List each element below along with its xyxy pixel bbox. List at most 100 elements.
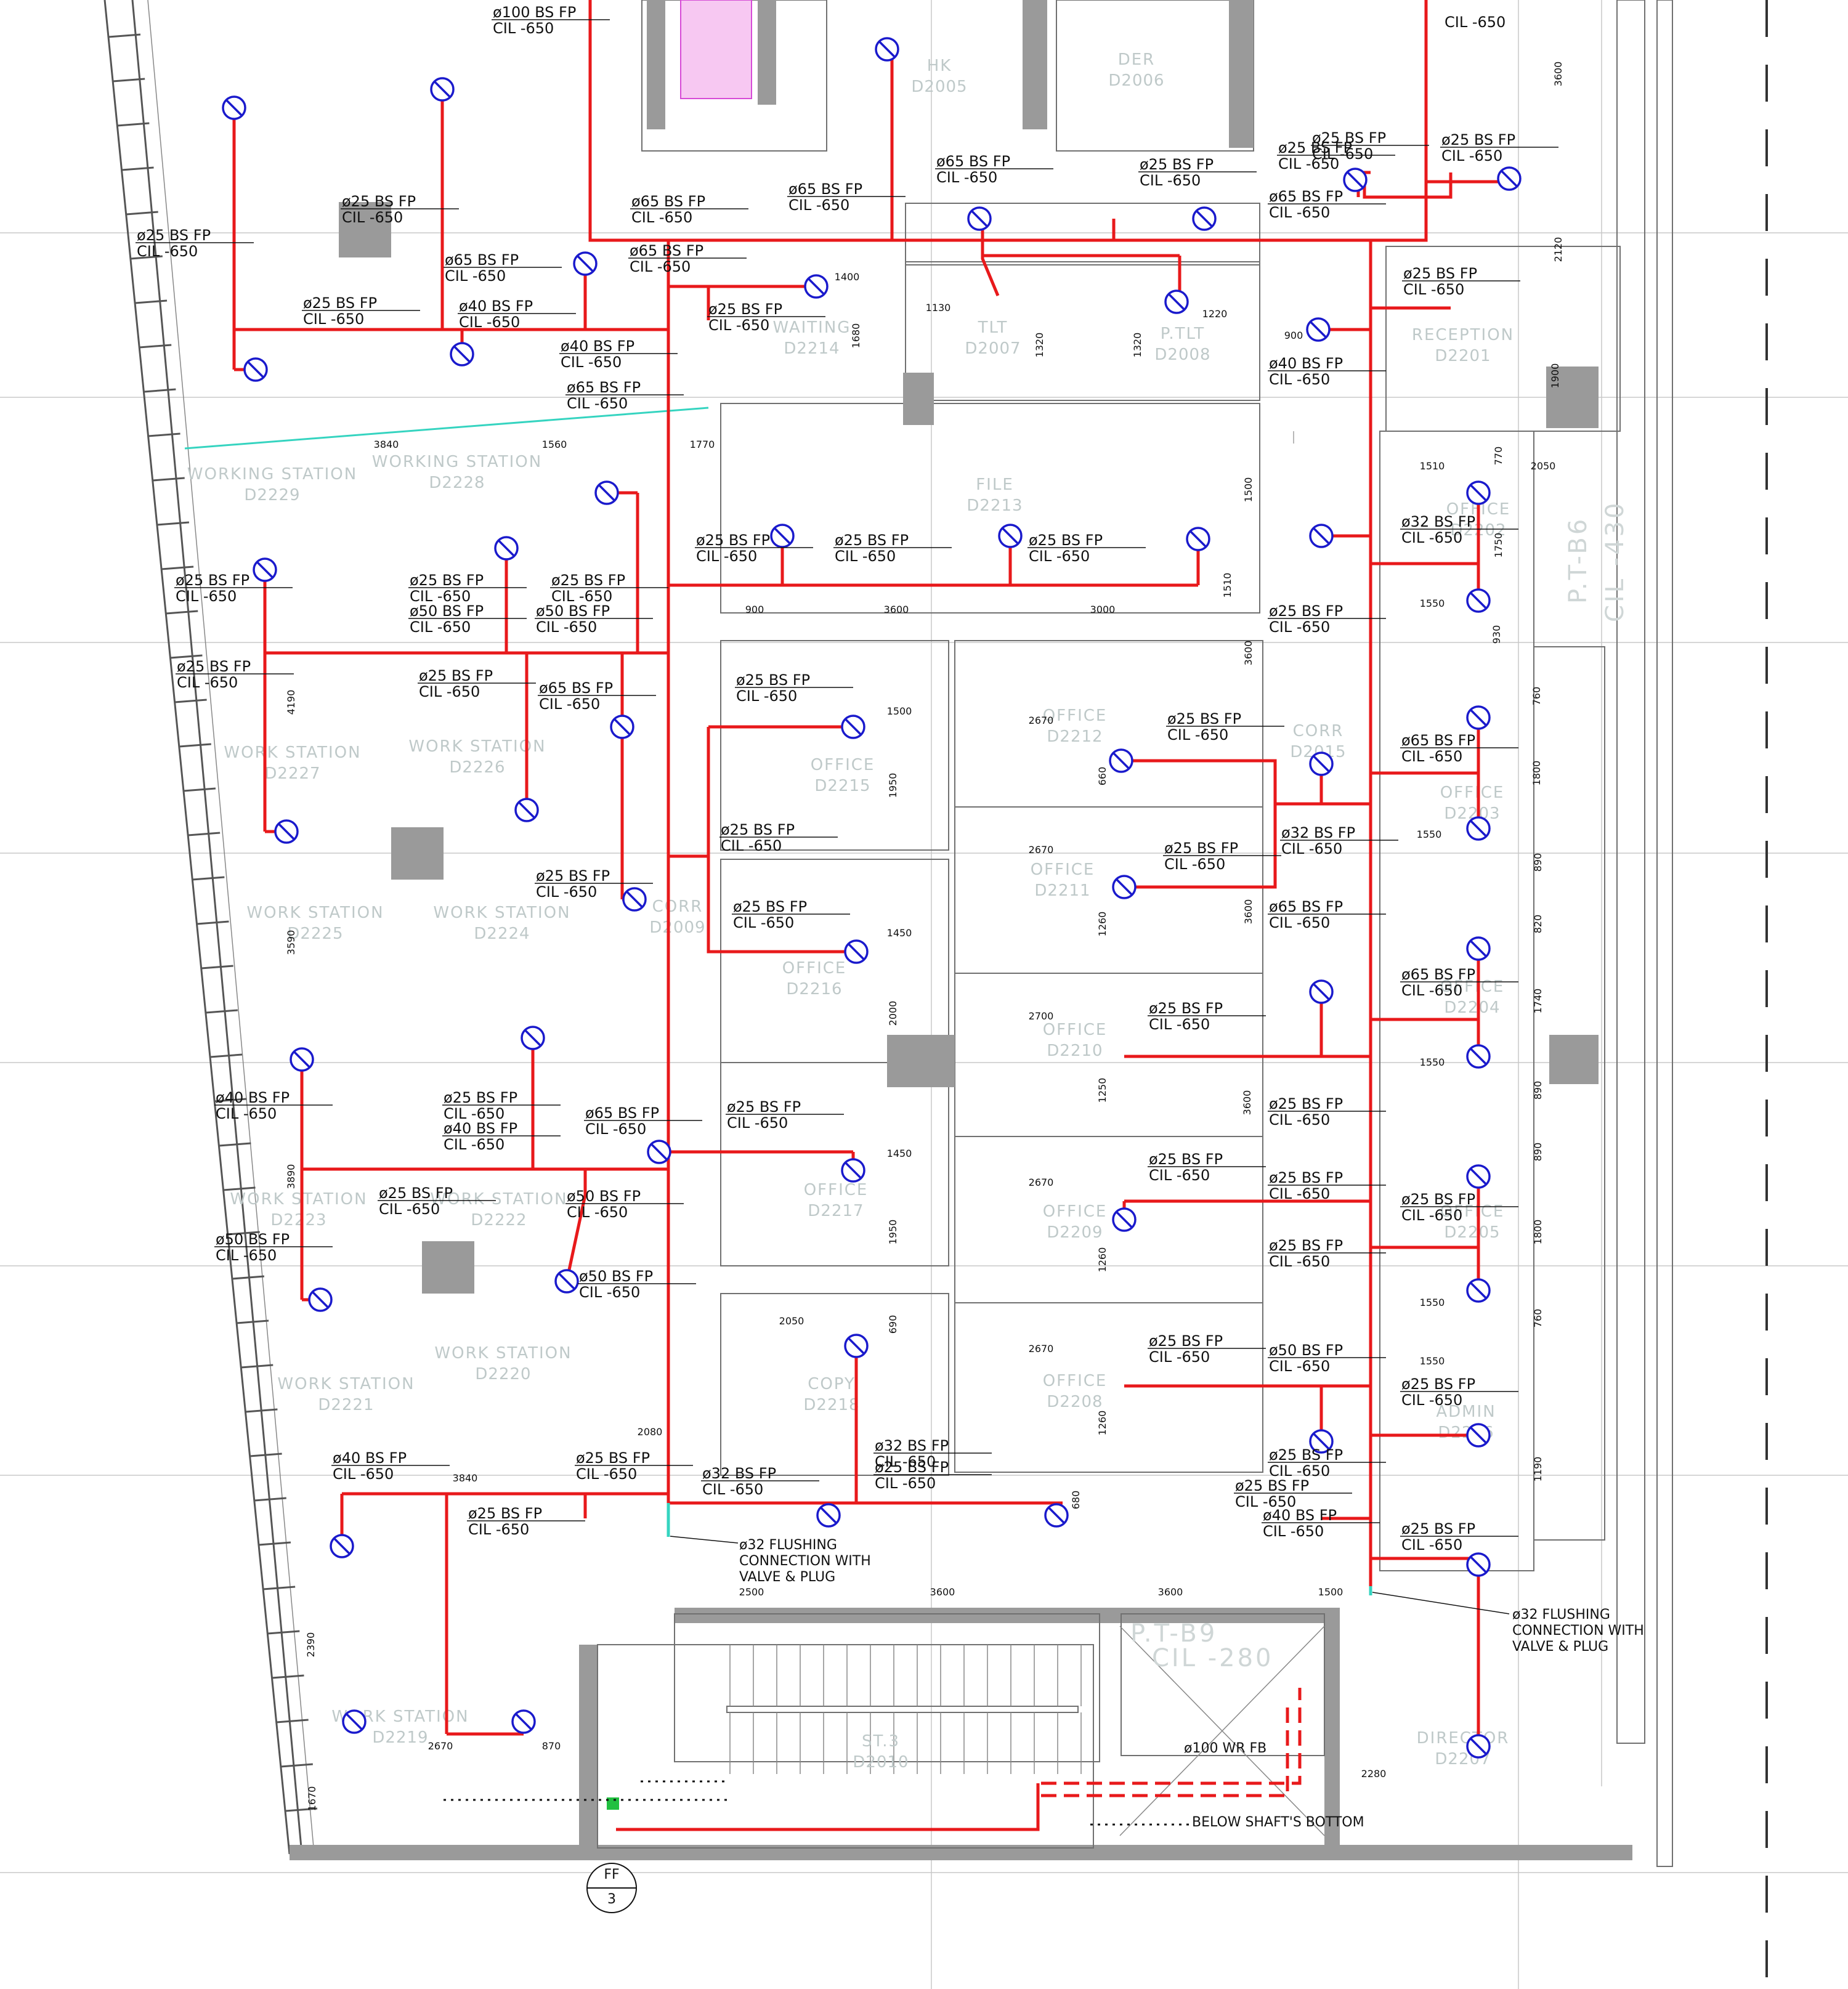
dimension-value: 1190 (1532, 1457, 1544, 1482)
pipe-size-label: ø25 BS FP (1029, 532, 1103, 549)
pipe-size-label: ø25 BS FP (379, 1185, 453, 1202)
sprinkler-head (521, 1026, 545, 1050)
room-name-ws2224: WORK STATION (433, 904, 570, 922)
room-code-file: D2213 (967, 496, 1023, 515)
dimension-value: 890 (1532, 1143, 1544, 1162)
dimension-value: 3890 (285, 1164, 297, 1189)
dimension-value: 760 (1531, 687, 1542, 706)
room-name-ws2221: WORK STATION (277, 1375, 415, 1393)
sprinkler-head (1466, 1423, 1491, 1448)
note-wr-fb: ø100 WR FB (1184, 1741, 1266, 1756)
dimension-value: 930 (1491, 625, 1502, 644)
pipe-size-label: ø25 BS FP (727, 1098, 801, 1116)
room-code-office2210: D2210 (1047, 1042, 1103, 1060)
walls (290, 0, 1673, 1867)
pipe-cil-label: CIL -650 (216, 1105, 277, 1122)
pipe-cil-label: CIL -650 (835, 548, 896, 565)
sprinkler-head (1466, 1734, 1491, 1759)
room-name-office2204: OFFICE (1440, 978, 1505, 996)
dimension-value: 1950 (887, 773, 899, 798)
pipe-cil-label: CIL -650 (1269, 204, 1330, 221)
room-code-ws2224: D2224 (474, 925, 530, 943)
stair-treads (729, 1645, 1082, 1774)
pipe-size-label: ø40 BS FP (216, 1089, 290, 1106)
sprinkler-head (594, 480, 619, 505)
pipe-size-label: ø25 BS FP (177, 658, 251, 675)
pipe-cil-label: CIL -650 (1149, 1167, 1210, 1184)
mullion-set (108, 33, 318, 1812)
dimension-value: 2050 (1531, 460, 1556, 472)
pipe-cil-label: CIL -650 (176, 588, 237, 605)
pipe-size-label: ø25 BS FP (835, 532, 909, 549)
sprinkler-head (330, 1534, 354, 1558)
room-code-office2205: D2205 (1444, 1223, 1500, 1242)
dimension-value: 1320 (1132, 333, 1143, 358)
room-name-office2209: OFFICE (1043, 1202, 1108, 1221)
pipe-cil-label: CIL -650 (576, 1465, 637, 1483)
dimension-value: 1320 (1034, 333, 1045, 358)
dimension-value: 1800 (1532, 1220, 1544, 1245)
pipe-size-label: ø25 BS FP (468, 1505, 542, 1522)
pipe-size-label: ø50 BS FP (410, 602, 484, 620)
sprinkler-heads (222, 37, 1522, 1759)
dimension-value: 1260 (1096, 1411, 1108, 1436)
sprinkler-head (1309, 979, 1334, 1004)
dimension-value: 2670 (1029, 1177, 1054, 1188)
room-code-ws2226: D2226 (449, 758, 505, 777)
pipe-cil-label: CIL -650 (585, 1120, 646, 1138)
room-name-office2215: OFFICE (811, 756, 875, 774)
pipe-size-label: ø25 BS FP (721, 821, 795, 838)
sprinkler-head (622, 887, 647, 912)
room-name-ptlt: P.TLT (1161, 325, 1206, 343)
sprinkler-head (450, 342, 474, 367)
sprinkler-head (875, 37, 899, 62)
pipe-cil-label: CIL -650 (137, 243, 198, 260)
room-code-der: D2006 (1108, 71, 1164, 90)
pipe-cil-label: CIL -650 (1269, 371, 1330, 388)
room-code-office2204: D2204 (1444, 999, 1500, 1017)
pipe-size-label: ø40 BS FP (459, 298, 533, 315)
room-code-office2209: D2209 (1047, 1223, 1103, 1242)
sprinkler-head (430, 77, 455, 102)
sprinkler-head (1309, 1429, 1334, 1454)
pipe-size-label: ø25 BS FP (1269, 602, 1343, 620)
pipe-cil-label: CIL -650 (567, 395, 628, 412)
pipe-cil-label: CIL -650 (1269, 1185, 1330, 1202)
room-code-waiting: D2214 (784, 339, 840, 358)
room-code-ws2228: D2228 (429, 474, 485, 492)
dimension-value: 820 (1532, 915, 1544, 934)
dimension-value: 890 (1532, 1081, 1544, 1100)
dimension-value: 1400 (835, 271, 860, 283)
pipe-size-label: ø40 BS FP (444, 1120, 517, 1137)
sprinkler-head (1466, 936, 1491, 961)
dimension-value: 3840 (453, 1472, 478, 1484)
room-name-director: DIRECTOR (1417, 1729, 1510, 1748)
section-ref: FF (604, 1867, 619, 1882)
pipe-cil-label: CIL -650 (1441, 147, 1502, 164)
dimension-value: 3600 (1552, 62, 1564, 87)
sprinkler-head (1466, 705, 1491, 730)
pipe-cil-label: CIL -650 (1149, 1348, 1210, 1366)
dimension-value: 900 (745, 604, 764, 615)
sprinkler-head (610, 715, 634, 739)
pipe-cil-label: CIL -650 (702, 1481, 763, 1498)
pipe-size-label: ø25 BS FP (536, 867, 610, 885)
room-code-ws2221: D2221 (318, 1396, 374, 1414)
pipe-cil-label: CIL -650 (1401, 1536, 1462, 1554)
room-name-ws2225: WORK STATION (246, 904, 384, 922)
room-name-office2205: OFFICE (1440, 1202, 1505, 1221)
room-code-ws2222: D2222 (471, 1211, 527, 1229)
room-name-corr2015: CORR (1293, 722, 1344, 740)
dimension-value: 1550 (1420, 598, 1445, 609)
pipe-size-label: ø40 BS FP (561, 338, 634, 355)
sprinkler-head (1309, 524, 1334, 548)
dimension-value: 1680 (850, 323, 862, 349)
dimension-value: 1750 (1493, 533, 1504, 558)
pipe-cil-label: CIL -650 (1269, 1111, 1330, 1128)
pipe-size-label: ø25 BS FP (410, 572, 484, 589)
room-name-tlt: TLT (978, 318, 1008, 337)
dimension-value: 690 (887, 1315, 899, 1334)
tiled-area (680, 0, 752, 99)
sprinkler-head (1466, 1164, 1491, 1189)
